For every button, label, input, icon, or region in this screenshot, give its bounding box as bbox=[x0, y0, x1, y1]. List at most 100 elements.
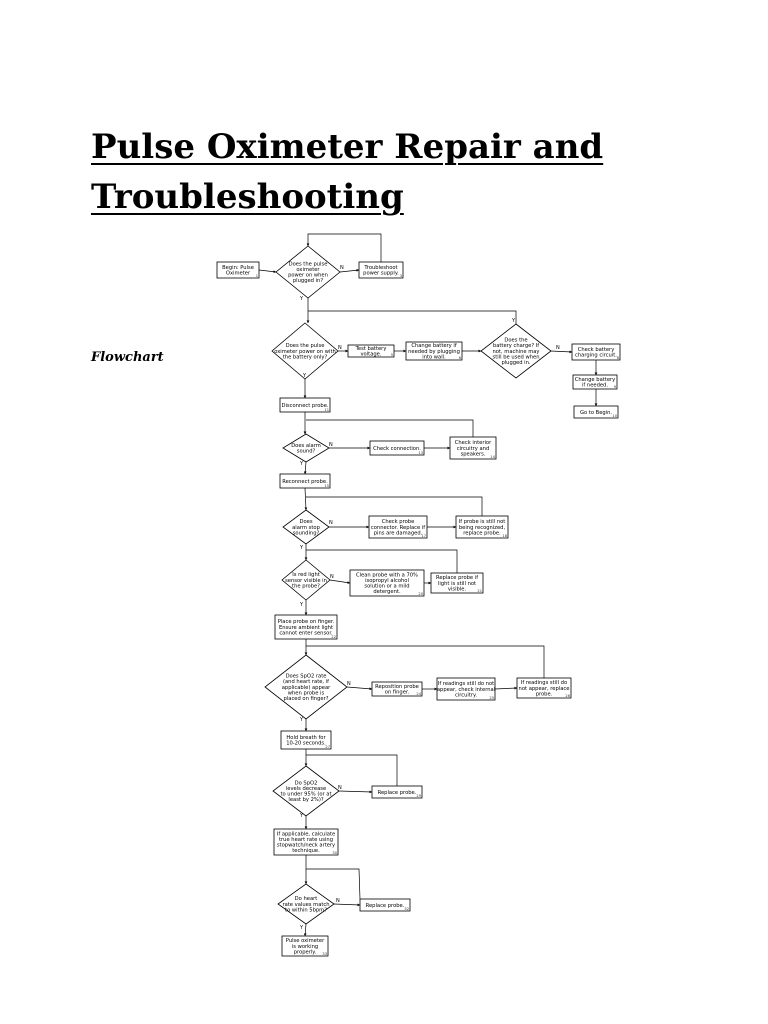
node-text-line: alarm stop bbox=[292, 525, 320, 531]
node-number: 6 bbox=[459, 356, 462, 360]
node-text-line: voltage. bbox=[360, 352, 381, 358]
node-number: 10 bbox=[612, 414, 617, 418]
node-text-line: Does SpO2 rate bbox=[286, 674, 327, 680]
connector bbox=[339, 268, 360, 273]
node-text-line: power on when bbox=[288, 273, 328, 279]
edge-label-no: N bbox=[338, 785, 342, 791]
title-line-1: Pulse Oximeter Repair and bbox=[91, 127, 604, 167]
connector bbox=[550, 350, 573, 354]
node-text-line: sound? bbox=[297, 449, 316, 455]
node-text-line: Place probe on finger. bbox=[278, 619, 335, 625]
node-text-line: Test battery bbox=[355, 346, 387, 352]
node-text-line: the probe? bbox=[292, 583, 320, 589]
connector bbox=[303, 923, 307, 937]
node-text-line: is working bbox=[292, 944, 318, 950]
edge-label-yes: Y bbox=[299, 602, 304, 608]
node-text-line: Pulse oximeter bbox=[286, 938, 325, 944]
node-text-line: if needed. bbox=[582, 383, 608, 389]
node-text-line: Hold breath for bbox=[286, 735, 326, 741]
node-text-line: If applicable, calculate bbox=[277, 831, 335, 837]
process-box bbox=[405, 341, 463, 361]
node-text-line: Check connection. bbox=[373, 446, 421, 452]
node-text-line: (and heart rate, if bbox=[283, 679, 329, 685]
decision-diamond bbox=[277, 883, 335, 925]
decision-diamond bbox=[272, 765, 340, 817]
connector bbox=[329, 579, 351, 585]
flow-node-goto-begin: Go to Begin.10 bbox=[573, 405, 619, 419]
connector bbox=[306, 419, 474, 437]
edge-label-yes: Y bbox=[299, 461, 304, 467]
edge-label-yes: Y bbox=[299, 925, 304, 931]
node-text-line: needed by plugging bbox=[408, 349, 460, 355]
node-text-line: placed on finger? bbox=[284, 696, 329, 702]
node-number: 1 bbox=[256, 274, 258, 278]
node-number: 18 bbox=[502, 534, 507, 538]
node-text-line: connector. Replace if bbox=[371, 525, 425, 531]
process-box bbox=[349, 569, 425, 597]
node-text-line: Clean probe with a 70% bbox=[356, 572, 418, 578]
edge-label-no: N bbox=[329, 520, 333, 526]
flow-node-check-conn: Check connection.13 bbox=[369, 440, 425, 456]
edge-label-no: N bbox=[338, 345, 342, 351]
node-number: 11 bbox=[324, 408, 329, 412]
node-text-line: being recognized, bbox=[459, 525, 506, 531]
connector bbox=[306, 233, 382, 262]
edge-label-yes: Y bbox=[302, 373, 307, 379]
decision-diamond bbox=[480, 323, 552, 379]
process-box bbox=[369, 440, 425, 456]
process-box bbox=[216, 261, 260, 279]
node-number: 29 bbox=[416, 794, 421, 798]
node-number: 25 bbox=[489, 696, 494, 700]
node-text-line: Does alarm bbox=[291, 443, 321, 449]
node-text-line: Does the pulse bbox=[286, 343, 325, 349]
node-text-line: solution or a mild bbox=[364, 584, 409, 590]
connector bbox=[306, 496, 483, 516]
node-text-line: stopwatch/neck artery bbox=[277, 843, 335, 849]
process-box bbox=[449, 436, 497, 460]
node-text-line: If readings still do not bbox=[438, 681, 494, 687]
process-box bbox=[280, 730, 332, 750]
node-text-line: power supply. bbox=[363, 271, 399, 277]
node-text-line: If readings still do bbox=[521, 680, 567, 686]
node-text-line: isopropyl alcohol bbox=[365, 578, 409, 584]
node-number: 13 bbox=[418, 451, 423, 455]
flow-node-d-spo2: Does SpO2 rate(and heart rate, ifapplica… bbox=[264, 654, 348, 720]
node-text-line: oximeter power on with bbox=[274, 349, 336, 355]
node-number: 15 bbox=[324, 484, 329, 488]
edge-label-yes: Y bbox=[299, 717, 304, 723]
node-text-line: into wall. bbox=[422, 354, 446, 360]
process-box bbox=[368, 515, 428, 539]
process-box bbox=[371, 681, 423, 697]
node-number: 17 bbox=[421, 534, 426, 538]
node-text-line: on finger. bbox=[385, 690, 410, 696]
edge-label-yes: Y bbox=[299, 296, 304, 302]
node-text-line: battery charge? If bbox=[493, 343, 539, 349]
node-text-line: to within 5bpm? bbox=[285, 907, 327, 913]
process-box bbox=[436, 677, 496, 701]
flow-node-reconnect: Reconnect probe.15 bbox=[279, 473, 331, 489]
node-text-line: oximeter bbox=[296, 267, 320, 273]
node-text-line: Does bbox=[299, 519, 312, 525]
node-text-line: Change battery if bbox=[411, 343, 457, 349]
node-text-line: true heart rate using bbox=[279, 837, 333, 843]
connector bbox=[333, 903, 361, 907]
node-text-line: Ensure ambient light bbox=[279, 625, 333, 631]
flow-node-clean-probe: Clean probe with a 70%isopropyl alcohols… bbox=[349, 569, 425, 597]
node-text-line: sounding? bbox=[293, 530, 320, 536]
edge-label-no: N bbox=[329, 442, 333, 448]
connector bbox=[338, 790, 373, 794]
node-text-line: Replace probe. bbox=[378, 790, 417, 796]
edge-label-yes: Y bbox=[511, 318, 516, 324]
